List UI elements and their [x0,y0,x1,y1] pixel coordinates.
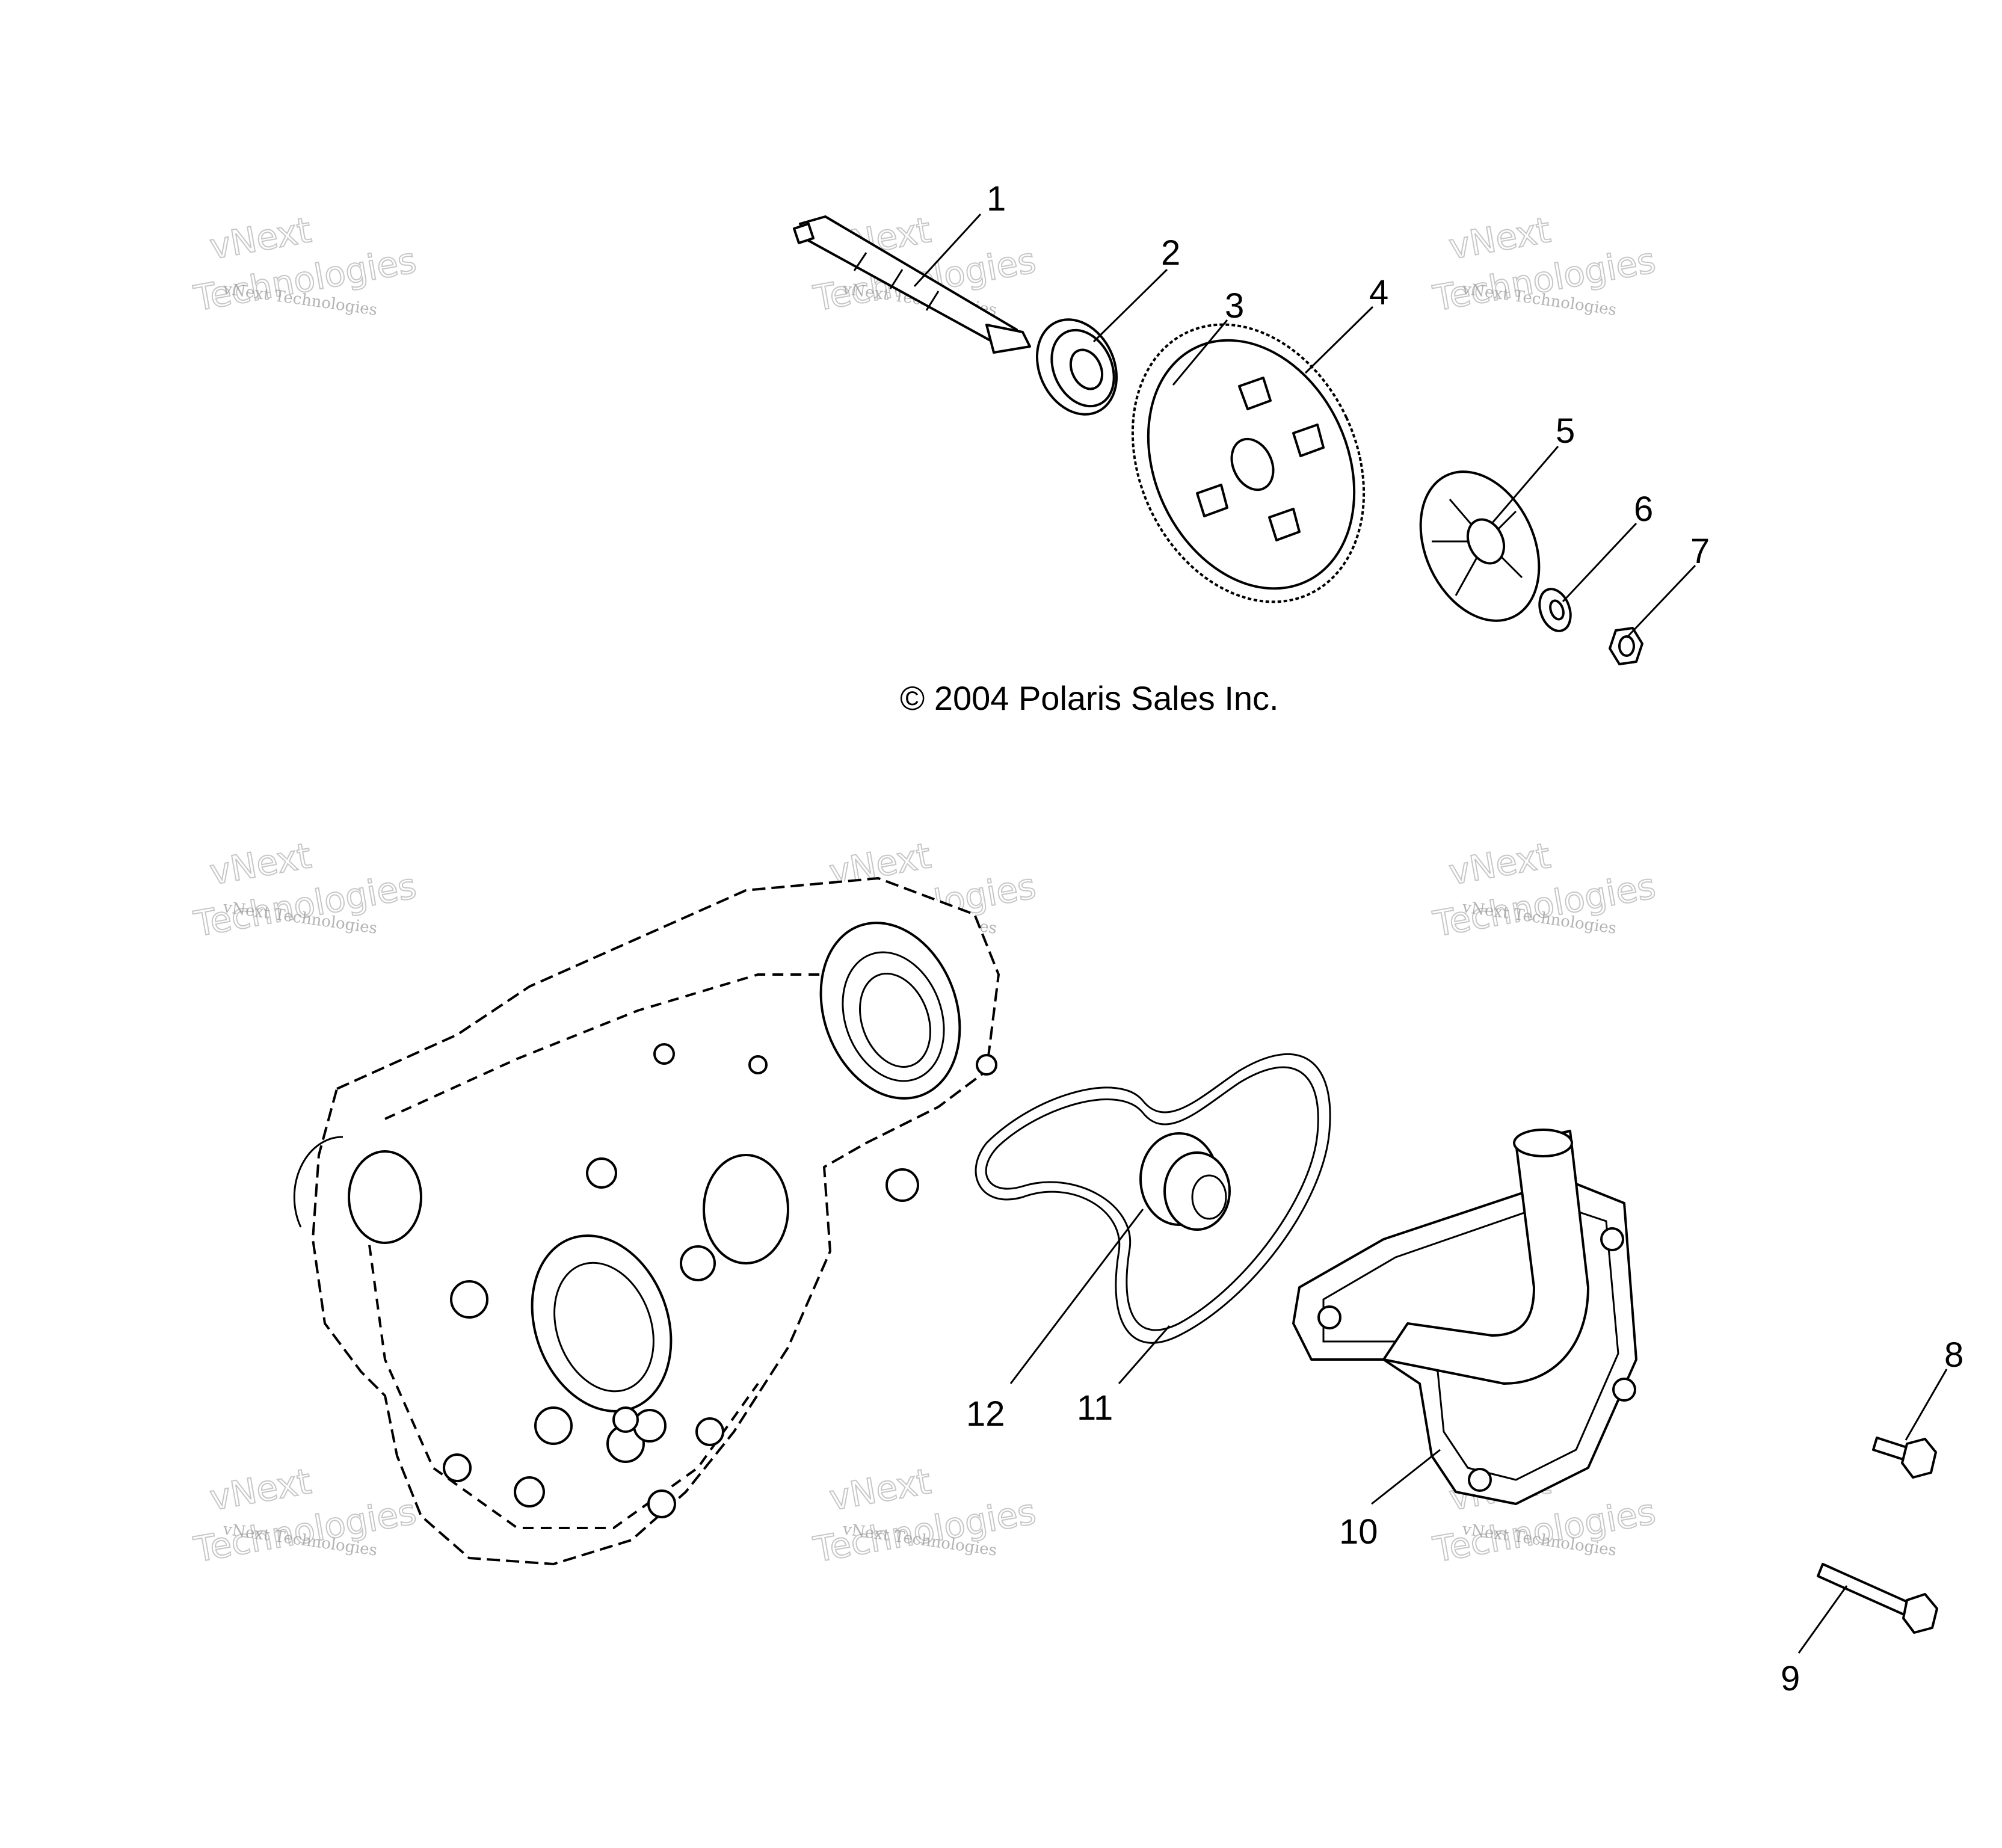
leader-5 [1491,446,1559,524]
leader-12 [1009,1209,1144,1384]
callout-11: 11 [1077,1388,1113,1428]
watermark-7: vNext Technologies [190,1460,420,1571]
leader-1 [913,213,982,288]
callout-12: 12 [966,1394,1005,1434]
callout-9: 9 [1781,1659,1800,1698]
leader-9 [1797,1585,1848,1654]
watermark-text-large: vNext [1446,209,1554,267]
callout-8: 8 [1944,1335,1964,1375]
part-nut[interactable] [1609,627,1643,665]
leader-3 [1172,319,1228,386]
leader-7 [1625,564,1696,639]
callout-2: 2 [1161,233,1180,273]
callout-4: 4 [1369,273,1388,312]
watermark-text-large: vNext [827,1461,934,1518]
part-gear[interactable] [1089,286,1407,639]
callout-5: 5 [1556,411,1575,451]
part-impeller[interactable] [1397,452,1562,640]
watermark-text-large: vNext [1446,835,1554,893]
part-washer[interactable] [1534,585,1576,635]
copyright-notice: © 2004 Polaris Sales Inc. [900,679,1279,717]
callout-3: 3 [1225,286,1244,325]
part-crankcase [293,877,1000,1565]
part-bearing[interactable] [1022,306,1132,427]
watermark-text-large: vNext [207,835,315,893]
callout-10: 10 [1339,1512,1378,1551]
callout-1: 1 [987,179,1006,218]
leader-4 [1304,306,1374,374]
watermark-8: vNext Technologies [810,1460,1040,1571]
leader-11 [1118,1325,1171,1384]
part-shaft[interactable] [793,215,1031,354]
callout-7: 7 [1690,532,1710,571]
part-gasket[interactable] [975,1053,1331,1344]
part-pump-cover[interactable] [1292,1129,1637,1505]
part-seal[interactable] [1139,1132,1231,1231]
leader-2 [1092,268,1168,343]
leader-8 [1905,1369,1948,1441]
part-bolt-short[interactable] [1872,1437,1937,1479]
callout-6: 6 [1634,490,1653,529]
watermark-text-large: vNext [207,209,315,267]
part-bolt-long[interactable] [1817,1563,1938,1634]
leader-10 [1371,1449,1441,1505]
leader-6 [1562,522,1637,603]
watermark-text-large: vNext [207,1461,315,1518]
